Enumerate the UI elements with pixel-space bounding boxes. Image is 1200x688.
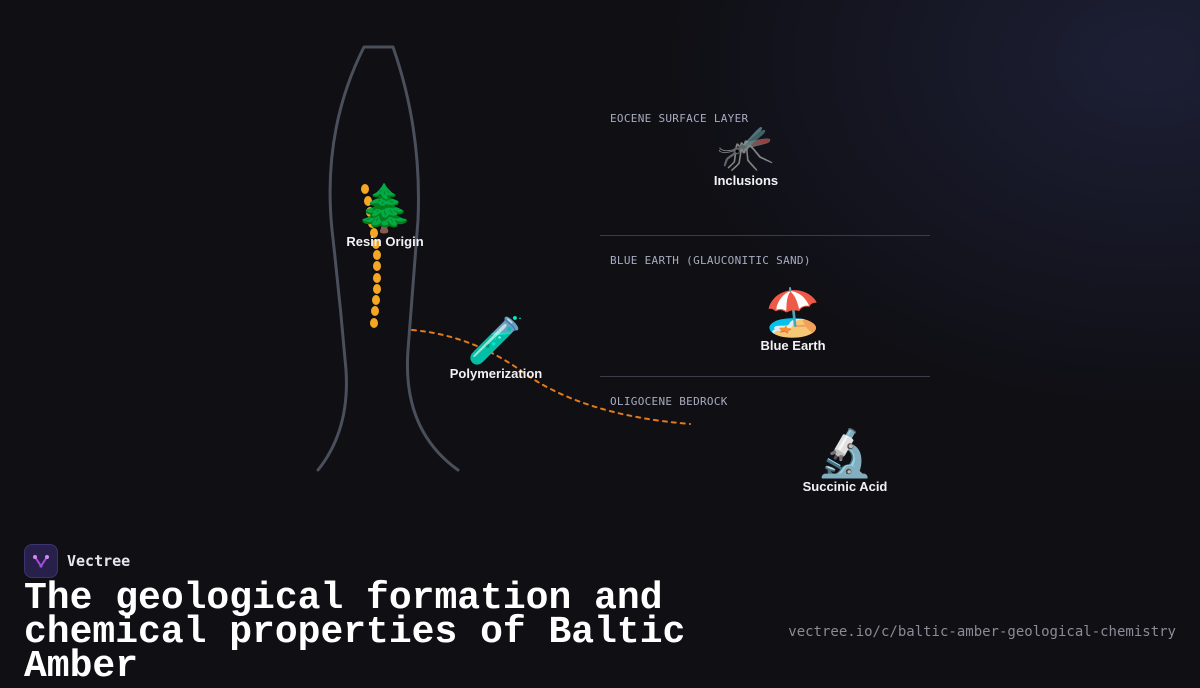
beach-umbrella-icon: 🏖️	[764, 285, 822, 339]
node-resin-origin[interactable]: 🌲 Resin Origin	[346, 182, 423, 249]
node-label: Resin Origin	[346, 234, 424, 249]
node-label: Succinic Acid	[802, 479, 888, 494]
mosquito-icon: 🦟	[717, 120, 775, 174]
page-url[interactable]: vectree.io/c/baltic-amber-geological-che…	[788, 624, 1176, 640]
layer-label-oligocene: OLIGOCENE BEDROCK	[610, 395, 728, 408]
evergreen-tree-icon: 🌲	[356, 181, 414, 235]
node-blue-earth[interactable]: 🏖️ Blue Earth	[760, 286, 825, 353]
test-tube-icon: 🧪	[467, 313, 525, 367]
node-succinic-acid[interactable]: 🔬 Succinic Acid	[803, 427, 888, 494]
layer-divider-upper	[600, 235, 930, 236]
node-inclusions[interactable]: 🦟 Inclusions	[714, 121, 778, 188]
node-label: Polymerization	[449, 366, 543, 381]
page-title: The geological formation and chemical pr…	[24, 577, 686, 688]
microscope-icon: 🔬	[816, 426, 874, 480]
layer-divider-lower	[600, 376, 930, 377]
flow-line	[411, 329, 691, 425]
node-polymerization[interactable]: 🧪 Polymerization	[450, 314, 542, 381]
layer-label-blue-earth: BLUE EARTH (GLAUCONITIC SAND)	[610, 254, 811, 267]
node-label: Blue Earth	[760, 338, 826, 353]
brand-name: Vectree	[67, 552, 131, 570]
resin-drip	[361, 184, 381, 328]
vectree-logo-icon	[24, 544, 58, 578]
node-label: Inclusions	[713, 173, 779, 188]
layer-label-eocene: EOCENE SURFACE LAYER	[610, 112, 749, 125]
tree-trunk-outline	[316, 45, 460, 472]
brand[interactable]: Vectree	[24, 544, 130, 578]
